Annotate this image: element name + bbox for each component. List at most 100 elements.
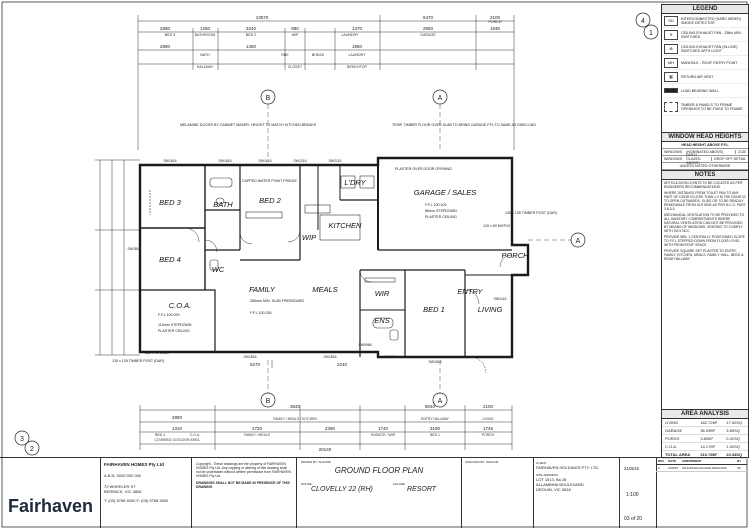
legend-item: ⊗CEILING EXHAUST FAN (IN-LINE) SWITCHED … <box>662 42 748 56</box>
dim-bottom-11: 2100 <box>483 404 494 409</box>
notes-title: NOTES <box>662 170 748 180</box>
dim-top-1: 1250 <box>200 26 211 31</box>
load-bearing-wall-icon <box>664 88 678 93</box>
title-block: Fairhaven FAIRHAVEN HOMES Pty Ltd A.B.N.… <box>0 457 747 528</box>
top-label-bathroom: BATHROOM <box>195 33 216 37</box>
window-code-9: SW1816 <box>127 247 140 251</box>
note-gl13: 380 x 90 GL13 <box>145 351 169 355</box>
note-item: PROVIDE SQUARE SET PLASTER TO ENTRY, FAM… <box>664 249 744 261</box>
window-code-10: SW2115 <box>494 297 507 301</box>
top-label-laundry: LAUNDRY <box>341 33 359 37</box>
dim-bottom-0: 5270 <box>250 362 261 367</box>
bottom-label-family: FAMILY / MEALS / KITCHEN <box>273 417 317 421</box>
smoke-detector-icon: SD <box>664 15 678 26</box>
note-timber-post-right: 135 x 135 TIMBER POST (DAR) <box>505 211 557 215</box>
window-code-0: SW1816 <box>163 159 176 163</box>
bottom-label-bed1: BED 1 <box>430 433 440 437</box>
dim-bottom-3: 1310 <box>172 426 183 431</box>
room-porch: PORCH <box>501 251 529 260</box>
room-laundry: L'DRY <box>344 178 366 187</box>
note-mgp10: 120 x 60 MGP10 <box>483 224 510 228</box>
top-label-benchtop: BENCHTOP <box>347 65 368 69</box>
window-head-title: WINDOW HEAD HEIGHTS <box>662 132 748 142</box>
bottom-label-entry: ENTRY HALLWAY <box>421 417 450 421</box>
top-label-porch: PORCH <box>489 20 502 24</box>
note-item: ARTICULATION JOINTS TO BE LOCATED AS PER… <box>664 181 743 189</box>
dim-bottom-4: 3840 <box>290 404 301 409</box>
section-marker-3: 3 <box>20 436 24 443</box>
top-label-bath: BATH <box>200 53 210 57</box>
note-ffl-main: F.F.L 100.255 <box>250 311 271 315</box>
dim-top-9: 1360 <box>246 44 257 49</box>
sheet-info-cell: 210515 1:100 03 of 20 <box>620 458 657 528</box>
window-head-row: WINDOWS(WITH GLAZED ABOVE)DROP OFF DETAI… <box>662 153 748 165</box>
fixtures <box>149 175 399 341</box>
room-coa: C.O.A. <box>169 301 192 310</box>
grid-marker-b-bottom: B <box>266 398 271 405</box>
section-marker-1: 1 <box>649 30 653 37</box>
top-label-garage: GARAGE <box>420 33 436 37</box>
area-title: AREA ANALYSIS <box>662 410 748 419</box>
note-item: PROVIDE MIN. 1 CENTRALLY POSITIONED SLOP… <box>664 235 745 247</box>
grid-marker-b-top: B <box>266 95 271 102</box>
room-family: FAMILY <box>249 285 276 294</box>
grid-marker-a-top: A <box>438 95 443 102</box>
dim-top-8: 2880 <box>160 44 171 49</box>
window-code-1: SW1816 <box>258 159 271 163</box>
dim-bottom-8: 3190 <box>430 426 441 431</box>
legend-item: TIMBER & PANELS TO FRAME OPENINGS TO BE … <box>662 98 748 116</box>
dim-top-11: 1930 <box>490 26 501 31</box>
grid-marker-a-right: A <box>576 238 581 245</box>
room-wip: WIP <box>302 233 316 242</box>
room-bed2: BED 2 <box>259 196 282 205</box>
manhole-icon: MH <box>664 57 678 68</box>
window-head-note: UNLESS NOTED OTHERWISE <box>662 163 748 170</box>
room-bed1: BED 1 <box>423 305 445 314</box>
door-swings <box>184 227 513 374</box>
window-code-4: SW1216 <box>293 159 306 163</box>
drawing-date: 210515 <box>624 466 640 471</box>
drawing-title: GROUND FLOOR PLAN <box>334 466 424 475</box>
drawing-title-cell: GROUND FLOOR PLAN DRAWN BY: SHAUNP HOUSE… <box>297 458 462 528</box>
note-capped-water: CAPPED WATER POINT FRIDGE <box>242 179 297 183</box>
section-markers <box>14 12 659 456</box>
bottom-label-covered: COVERED OUTDOOR AREA <box>154 438 200 442</box>
dim-top-5: 2950 <box>423 26 434 31</box>
window-code-8: SW1816 <box>428 360 441 364</box>
dim-bottom-9: 2390 <box>325 426 336 431</box>
note-timber-post-left: 135 x 135 TIMBER POST (DAR) <box>112 359 164 363</box>
dim-bottom-5: 1745 <box>483 426 494 431</box>
dim-bottom-6: 2720 <box>252 426 263 431</box>
grid-markers <box>260 89 586 408</box>
note-86-stepdown: 86mm STEPDOWN <box>425 209 457 213</box>
window-code-11: SW0966 <box>358 343 371 347</box>
sheet-number: 03 of 20 <box>624 516 643 522</box>
window-code-3: SW1816 <box>218 159 231 163</box>
return-air-icon: ▦ <box>664 71 678 82</box>
room-garage: GARAGE / SALES <box>414 188 477 197</box>
legend-item: ✕CEILING EXHAUST FAN - 25lt/s MIN. SWITC… <box>662 28 748 42</box>
revision-row: A 210515 ADJUSTED FACADE WINDOWS SP <box>656 465 747 472</box>
timber-panel-icon <box>664 101 678 112</box>
bottom-dimensions <box>139 360 513 450</box>
dim-top-3: 880 <box>291 26 299 31</box>
room-bed3: BED 3 <box>159 198 182 207</box>
bottom-label-living: LIVING <box>482 417 493 421</box>
top-label-hallway: HALLWAY <box>197 65 214 69</box>
note-ffl-garage: F.F.L 100.109 <box>425 203 446 207</box>
top-label-closet: CLOSET <box>288 65 303 69</box>
dim-bottom-7: 1740 <box>378 426 389 431</box>
drawing-scale: 1:100 <box>626 492 639 498</box>
grid-marker-a-bottom: A <box>438 398 443 405</box>
walls <box>138 156 530 359</box>
dim-overall-top: 13570 <box>256 15 269 20</box>
window-code-5: SW1816 <box>243 355 256 359</box>
